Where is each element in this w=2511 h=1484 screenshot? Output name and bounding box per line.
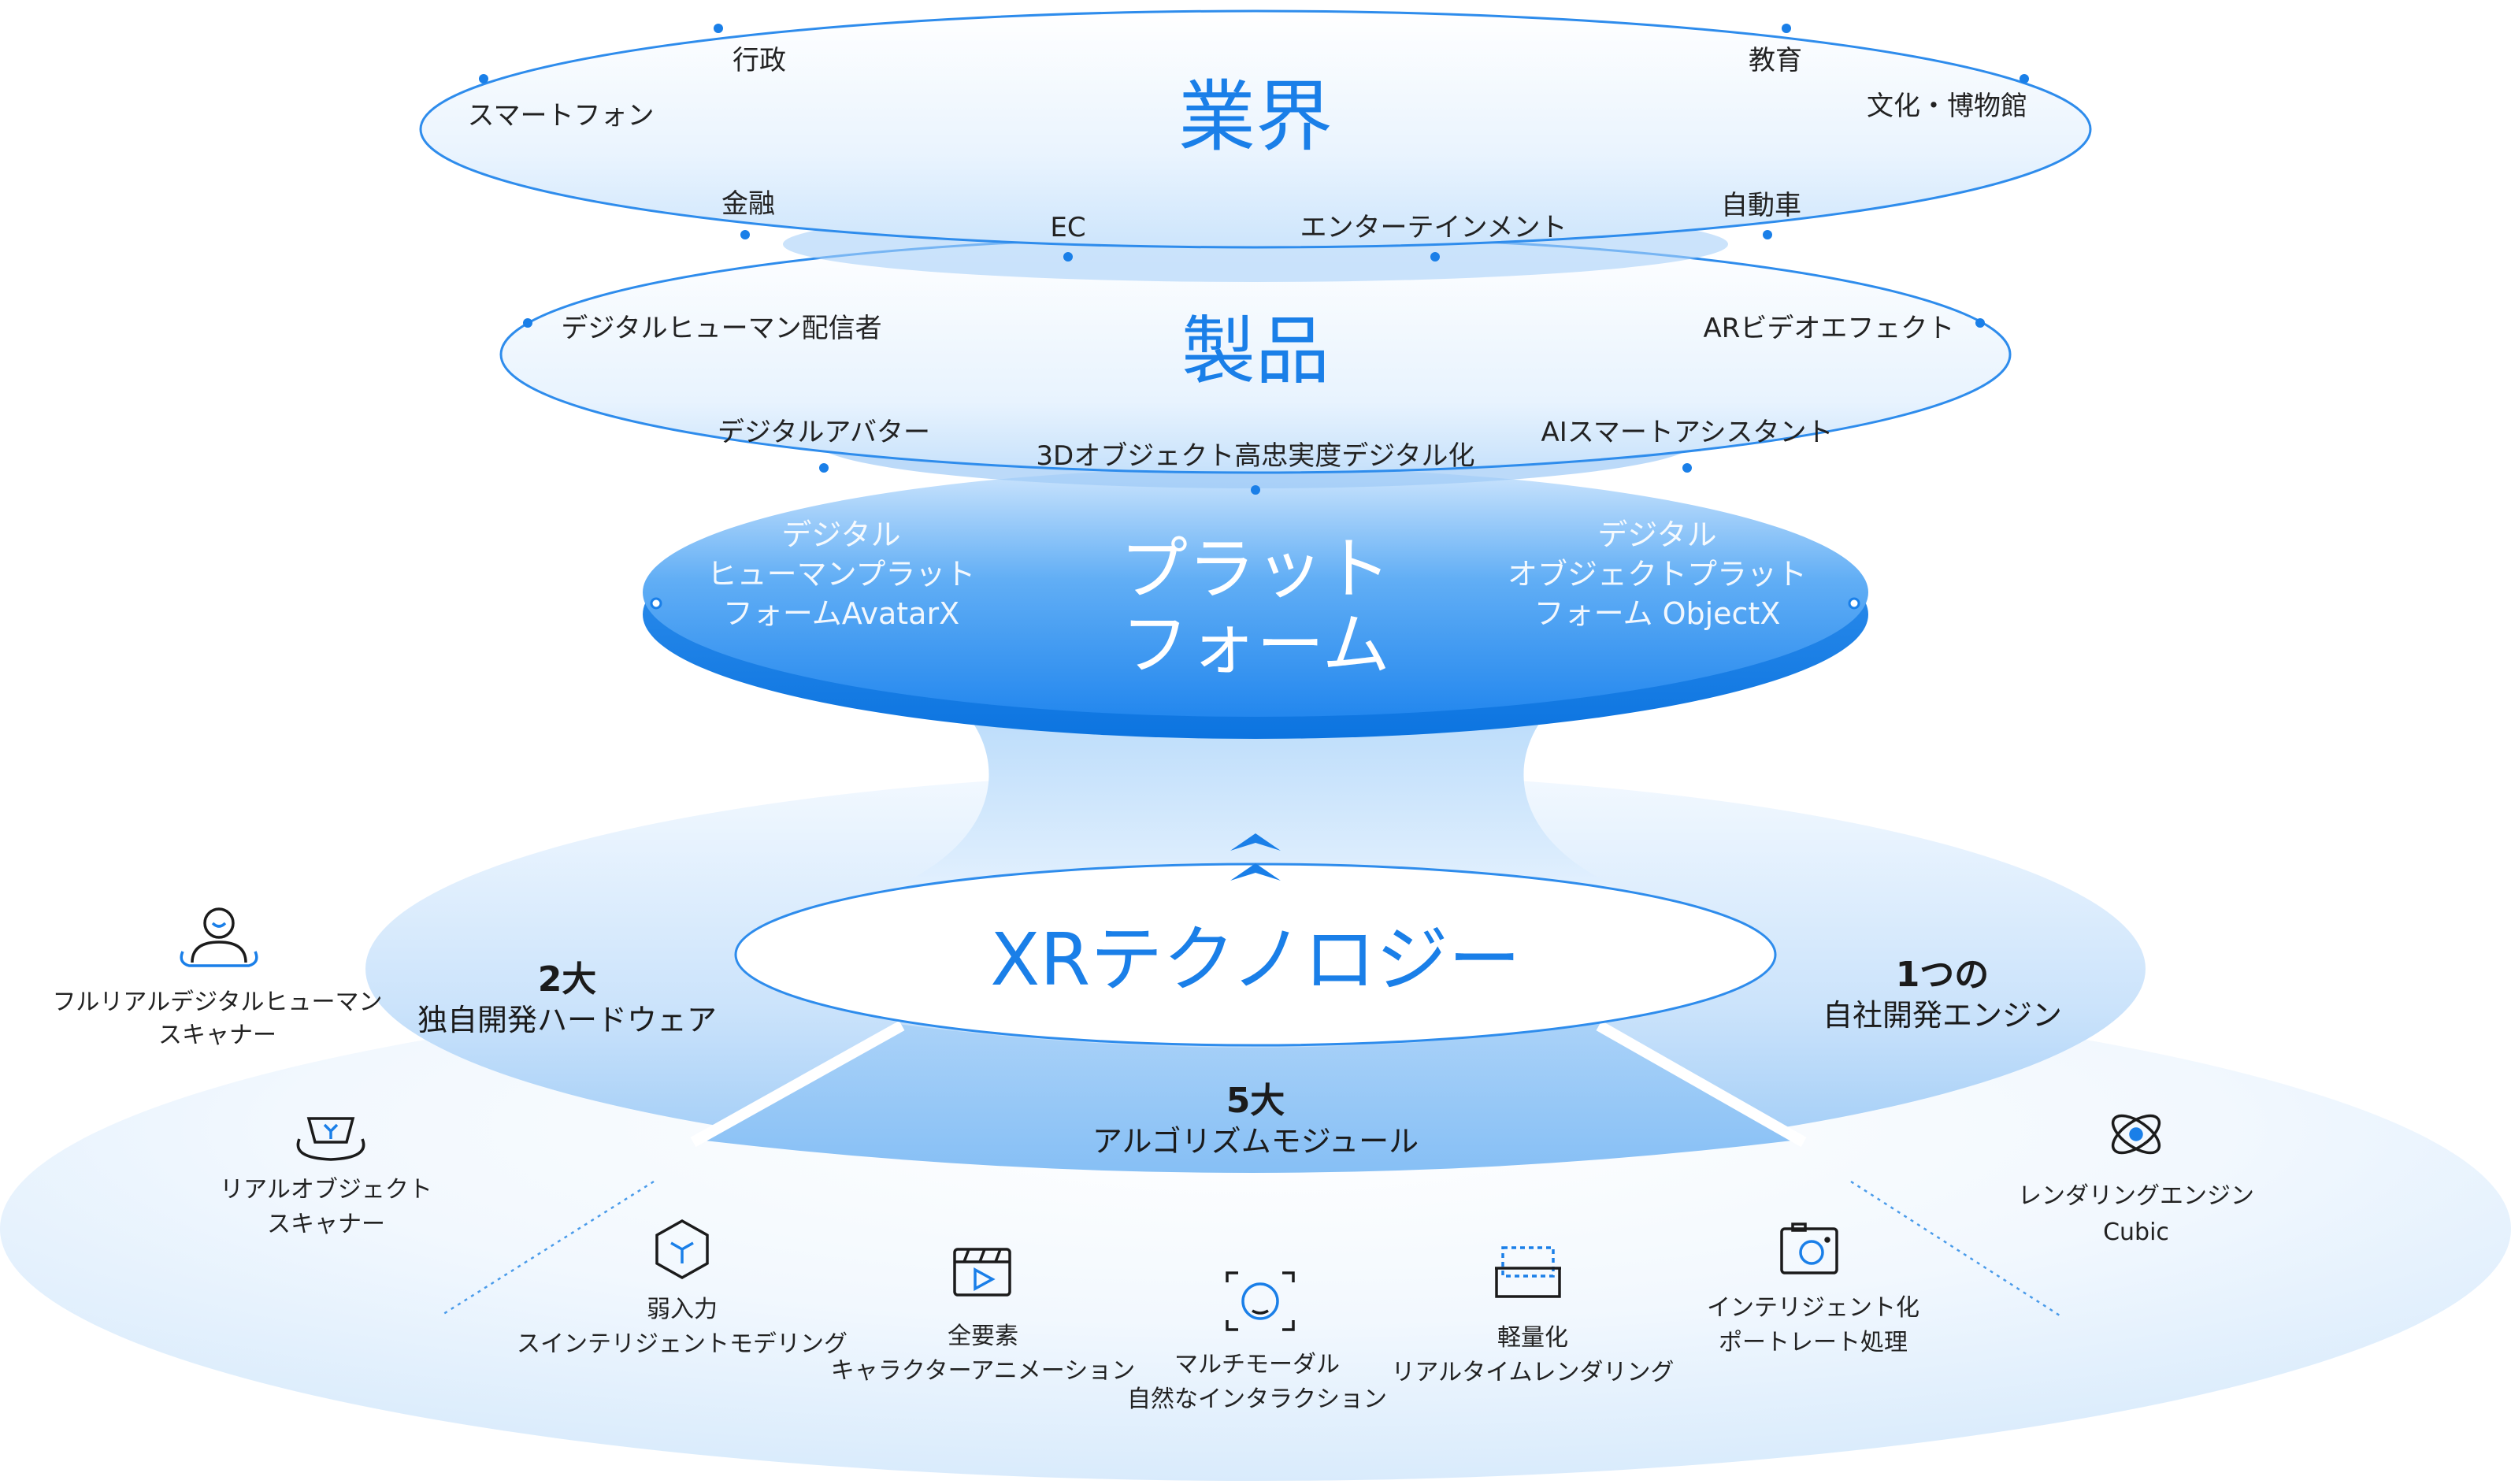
- platform-right-line: オブジェクトプラット: [1508, 557, 1807, 592]
- camera-icon: [1780, 1222, 1838, 1274]
- industry-node: [2020, 74, 2029, 83]
- xr-left-count: 2大: [538, 959, 597, 1000]
- object-scanner-icon: [296, 1117, 365, 1161]
- hardware-item-line: スキャナー: [158, 1022, 276, 1049]
- algorithm-item-line: リアルタイムレンダリング: [1391, 1359, 1674, 1386]
- algorithm-item-line: キャラクターアニメーション: [831, 1357, 1135, 1385]
- product-node: [1975, 318, 1985, 328]
- industry-title: 業界: [1178, 72, 1333, 162]
- algorithm-item-line: 軽量化: [1497, 1324, 1568, 1352]
- industry-layer: [419, 9, 2092, 249]
- algorithm-item-line: 弱入力: [647, 1296, 718, 1323]
- product-node: [819, 463, 829, 473]
- platform-node-left: [650, 597, 662, 610]
- cube-icon: [655, 1219, 709, 1280]
- up-chevron-bottom-icon: [1230, 863, 1281, 881]
- xr-right-label: 自社開発エンジン: [1823, 998, 2062, 1033]
- engine-item-line: レンダリングエンジン: [2018, 1182, 2254, 1210]
- platform-left-line: デジタル: [781, 518, 900, 552]
- algorithm-item-line: インテリジェント化: [1707, 1294, 1919, 1322]
- xr-bottom-count: 5大: [1226, 1081, 1285, 1121]
- product-item: デジタルアバター: [718, 417, 930, 448]
- product-item: デジタルヒューマン配信者: [561, 313, 881, 344]
- leader-right: [1850, 1180, 2060, 1317]
- industry-node: [1782, 24, 1791, 33]
- algorithm-item-line: マルチモーダル: [1174, 1351, 1340, 1378]
- engine-item-line: Cubic: [2103, 1219, 2169, 1246]
- platform-title-line: プラット: [1120, 530, 1391, 609]
- industry-node: [479, 74, 488, 83]
- product-title: 製品: [1181, 309, 1330, 395]
- algorithm-item-line: 全要素: [948, 1323, 1018, 1350]
- atom-icon: [2111, 1114, 2161, 1155]
- industry-node: [1430, 252, 1440, 262]
- xr-right-count: 1つの: [1896, 955, 1990, 995]
- xr-title: XRテクノロジー: [990, 918, 1520, 1002]
- hardware-item-line: スキャナー: [267, 1211, 385, 1238]
- up-chevron-top-icon: [1230, 833, 1281, 851]
- hardware-item-line: フルリアルデジタルヒューマン: [52, 989, 382, 1016]
- product-node: [523, 318, 532, 328]
- industry-item: 文化・博物館: [1867, 91, 2027, 122]
- algorithm-item-line: ポートレート処理: [1719, 1329, 1908, 1356]
- face-scan-icon: [1226, 1271, 1295, 1331]
- industry-node: [1063, 252, 1073, 262]
- industry-node: [714, 24, 723, 33]
- product-node: [1251, 485, 1260, 495]
- industry-item: 行政: [733, 45, 786, 76]
- algorithm-segment: [705, 1024, 1792, 1173]
- segment-divider-left: [690, 1020, 905, 1148]
- product-item: ARビデオエフェクト: [1704, 313, 1955, 344]
- algorithm-item-line: 自然なインタラクション: [1127, 1386, 1387, 1413]
- platform-left-line: フォームAvatarX: [723, 596, 959, 631]
- person-scanner-icon: [180, 907, 258, 967]
- industry-item: 教育: [1749, 45, 1802, 76]
- algorithm-item-line: スインテリジェントモデリング: [517, 1330, 848, 1358]
- platform-node-right: [1848, 597, 1860, 610]
- platform-left-line: ヒューマンプラット: [707, 557, 976, 592]
- product-node: [1682, 463, 1692, 473]
- platform-top: [643, 468, 1868, 717]
- segment-divider-right: [1596, 1020, 1807, 1148]
- lightweight-icon: [1495, 1246, 1561, 1298]
- industry-item: EC: [1050, 212, 1085, 243]
- product-item: 3Dオブジェクト高忠実度デジタル化: [1036, 440, 1474, 472]
- platform-title-line: フォーム: [1121, 606, 1389, 684]
- industry-node: [740, 230, 750, 239]
- industry-node: [1763, 230, 1772, 239]
- platform-neck: [866, 693, 1646, 898]
- industry-item: スマートフォン: [468, 100, 655, 132]
- video-icon: [953, 1248, 1011, 1297]
- industry-item: 自動車: [1721, 190, 1801, 221]
- industry-item: エンターテインメント: [1300, 212, 1567, 243]
- industry-item: 金融: [721, 188, 775, 220]
- product-item: AIスマートアシスタント: [1541, 417, 1834, 448]
- platform-right-line: デジタル: [1597, 518, 1716, 552]
- platform-right-line: フォーム ObjectX: [1534, 596, 1781, 631]
- hardware-item-line: リアルオブジェクト: [220, 1176, 432, 1204]
- leader-left: [440, 1180, 655, 1317]
- xr-left-label: 独自開発ハードウェア: [417, 1003, 717, 1037]
- xr-bottom-label: アルゴリズムモジュール: [1092, 1124, 1419, 1159]
